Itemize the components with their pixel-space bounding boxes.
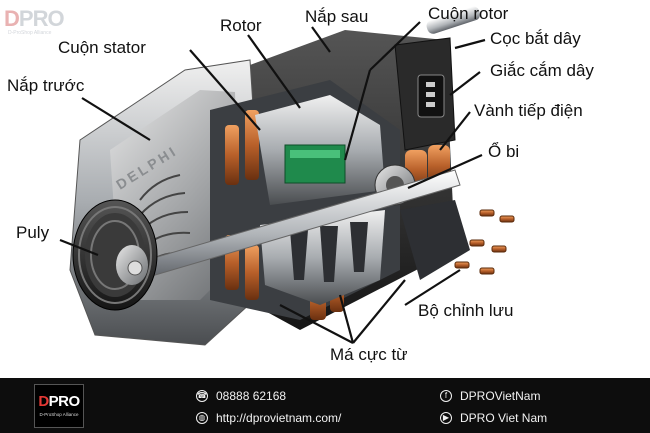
contact-website[interactable]: ◍ http://dprovietnam.com/: [196, 411, 341, 425]
label-rotor: Rotor: [220, 16, 262, 35]
contact-phone[interactable]: ☎ 08888 62168: [196, 389, 286, 403]
footer-logo[interactable]: DPRO D-ProShop Alliance: [34, 384, 84, 428]
watermark-logo: DPRO: [4, 6, 65, 31]
label-coc-bat-day: Cọc bắt dây: [490, 29, 581, 48]
label-giac-cam-day: Giắc cắm dây: [490, 61, 594, 80]
label-nap-truoc: Nắp trước: [7, 76, 85, 95]
label-o-bi: Ổ bi: [488, 142, 520, 161]
website-link[interactable]: http://dprovietnam.com/: [216, 411, 342, 425]
globe-icon: ◍: [196, 412, 208, 424]
alternator-diagram: DELPHI: [4, 4, 594, 364]
footer-logo-tagline: D-ProShop Alliance: [39, 412, 79, 417]
contact-youtube[interactable]: ▶ DPRO Viet Nam: [440, 411, 547, 425]
footer-bar: DPRO D-ProShop Alliance ☎ 08888 62168 ◍ …: [0, 378, 650, 433]
youtube-channel: DPRO Viet Nam: [460, 411, 548, 425]
youtube-icon: ▶: [440, 412, 452, 424]
label-cuon-rotor: Cuộn rotor: [428, 4, 509, 23]
label-puly: Puly: [16, 223, 50, 242]
watermark-tagline: D-ProShop Alliance: [8, 30, 52, 36]
label-bo-chinh-luu: Bộ chỉnh lưu: [418, 301, 514, 320]
label-ma-cuc-tu: Má cực từ: [330, 345, 408, 364]
rectifier: [454, 209, 515, 275]
label-nap-sau: Nắp sau: [305, 7, 369, 26]
contact-facebook[interactable]: f DPROVietNam: [440, 389, 540, 403]
facebook-icon: f: [440, 390, 452, 402]
alternator-illustration: DELPHI: [59, 6, 515, 346]
phone-number: 08888 62168: [216, 389, 287, 403]
label-vanh-tiep-dien: Vành tiếp điện: [474, 101, 583, 120]
terminal-stud: [426, 6, 481, 34]
label-cuon-stator: Cuộn stator: [58, 38, 146, 57]
facebook-handle: DPROVietNam: [460, 389, 541, 403]
phone-icon: ☎: [196, 390, 208, 402]
leader-lines: [59, 21, 486, 344]
